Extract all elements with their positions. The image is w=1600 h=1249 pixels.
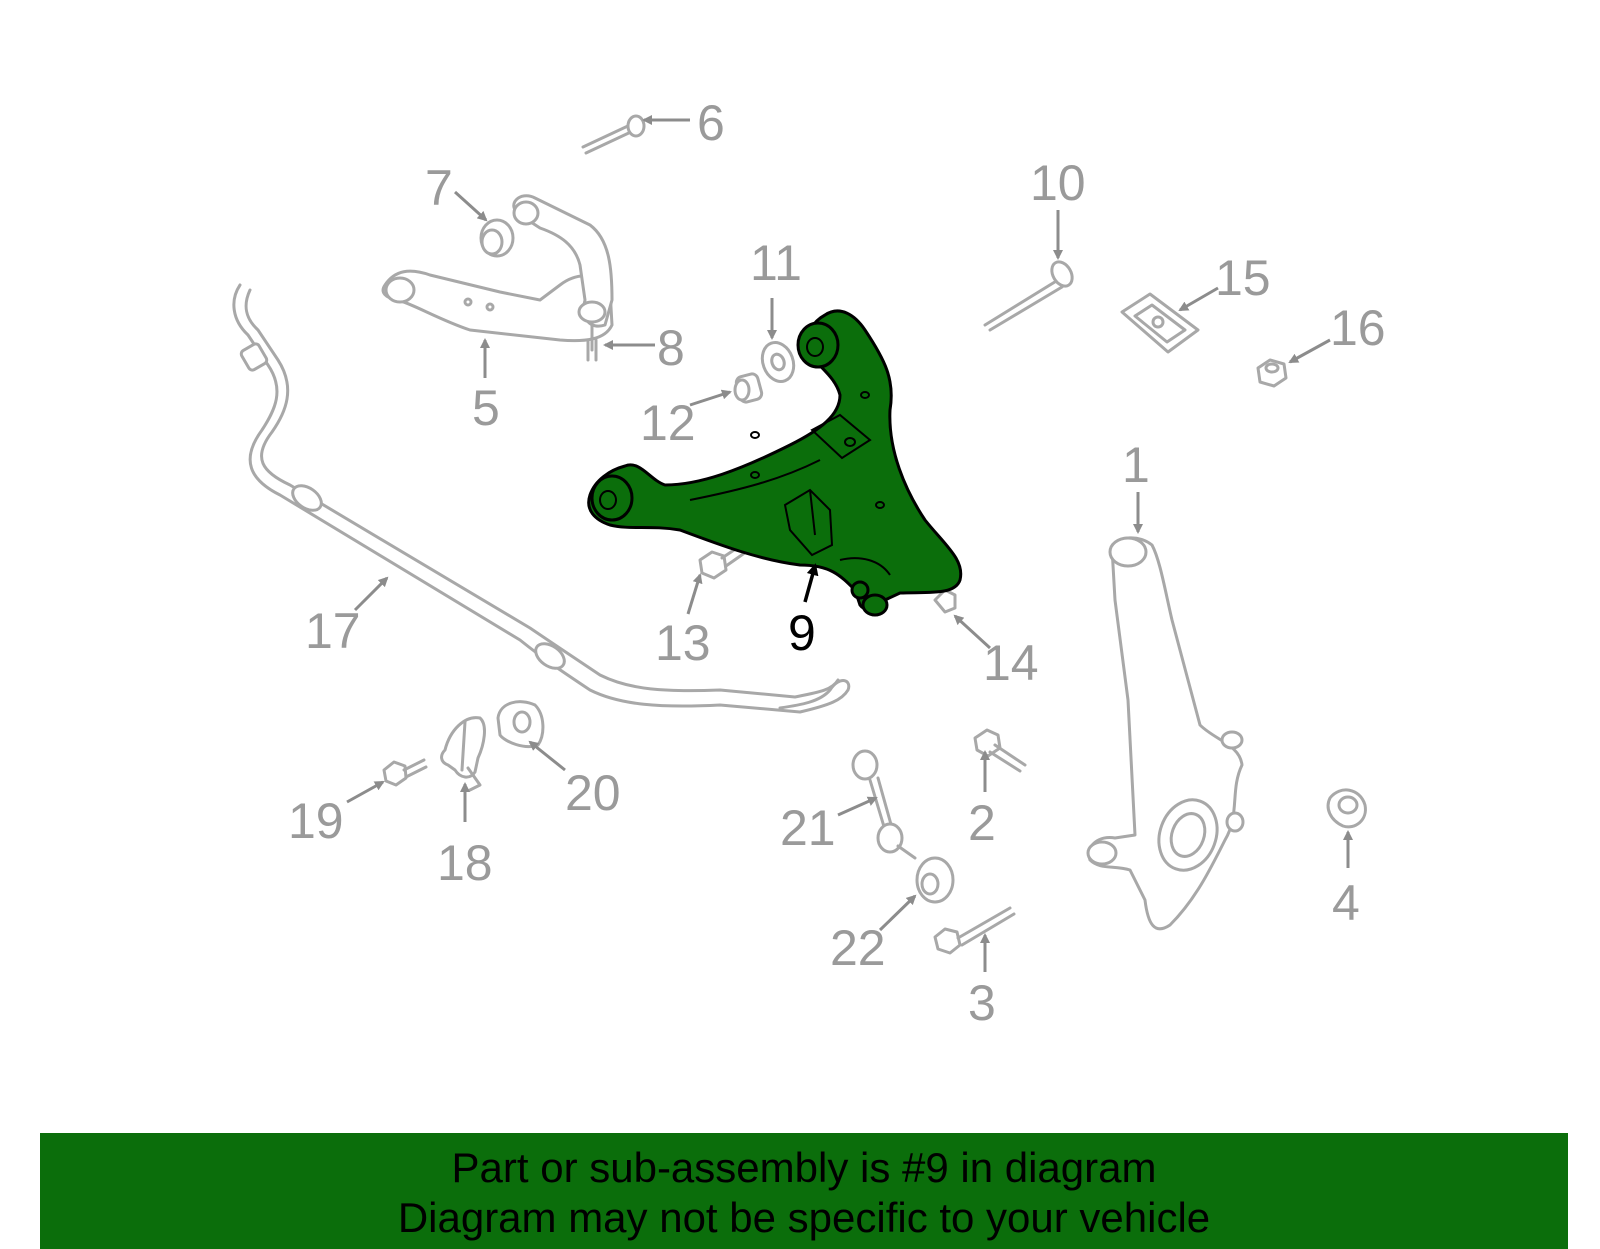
stabilizer-bar-part-17 [232, 283, 851, 714]
leader-lines [346, 115, 1353, 972]
callout-11: 11 [750, 235, 802, 291]
callout-14: 14 [983, 635, 1039, 691]
bushing-part-7 [479, 218, 515, 258]
callout-16: 16 [1330, 300, 1386, 356]
washer-part-11 [760, 341, 796, 383]
callout-19: 19 [288, 793, 344, 849]
callout-10: 10 [1030, 155, 1086, 211]
callout-21: 21 [780, 800, 836, 856]
callout-5: 5 [472, 380, 500, 436]
callout-2: 2 [968, 795, 996, 851]
callout-8: 8 [657, 320, 685, 376]
bracket-part-18 [440, 716, 486, 792]
callout-3: 3 [968, 975, 996, 1031]
info-banner: Part or sub-assembly is #9 in diagram Di… [40, 1133, 1568, 1249]
nut-part-16 [1256, 358, 1288, 388]
bushing-part-20 [496, 700, 545, 749]
callout-1: 1 [1122, 437, 1150, 493]
callout-13: 13 [655, 615, 711, 671]
callout-18: 18 [437, 835, 493, 891]
callout-17: 17 [305, 603, 361, 659]
callout-20: 20 [565, 765, 621, 821]
callout-9: 9 [788, 605, 816, 661]
upper-control-arm-part-5 [381, 194, 614, 352]
callout-22: 22 [830, 920, 886, 976]
ball-joint-stud-part-8 [586, 338, 598, 362]
banner-line-part-number: Part or sub-assembly is #9 in diagram [451, 1144, 1157, 1191]
bolt-part-6 [581, 114, 646, 155]
callout-7: 7 [425, 160, 453, 216]
callout-15: 15 [1215, 250, 1271, 306]
callout-12: 12 [640, 395, 696, 451]
bolt-part-3 [933, 906, 1016, 955]
callout-4: 4 [1332, 875, 1360, 931]
bushing-part-22 [915, 856, 955, 904]
bolt-part-2 [973, 728, 1027, 773]
callout-labels: 6 7 8 5 10 11 12 15 16 1 13 9 14 17 2 4 … [288, 95, 1386, 1031]
bolt-part-10 [983, 260, 1074, 332]
plate-part-15 [1120, 292, 1200, 354]
callout-6: 6 [697, 95, 725, 151]
bushing-part-12 [733, 372, 764, 404]
banner-line-disclaimer: Diagram may not be specific to your vehi… [397, 1194, 1211, 1241]
lower-control-arm-part-9 [587, 309, 963, 617]
bolt-part-19 [382, 758, 428, 787]
stabilizer-link-part-21 [851, 749, 917, 860]
steering-knuckle-part-1 [1086, 536, 1245, 931]
nut-part-4 [1326, 788, 1367, 829]
parts-diagram: 6 7 8 5 10 11 12 15 16 1 13 9 14 17 2 4 … [232, 95, 1386, 1031]
